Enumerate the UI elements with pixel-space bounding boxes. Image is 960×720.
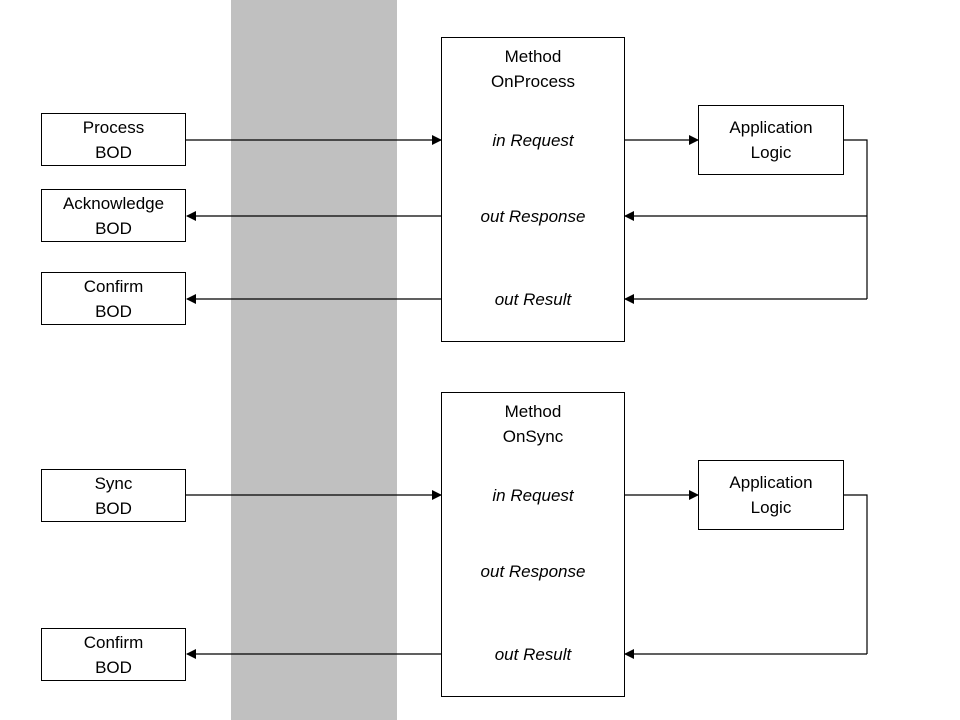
method-onprocess-title: Method OnProcess — [442, 44, 624, 94]
app-logic-process-line2: Logic — [750, 143, 792, 162]
confirm-sync-bod-line2: BOD — [95, 657, 132, 677]
process-bod-line2: BOD — [95, 142, 132, 162]
method-onprocess-title-line2: OnProcess — [490, 72, 576, 91]
onsync-out-response: out Response — [480, 562, 586, 581]
application-logic-sync-box: Application Logic — [698, 460, 844, 530]
method-onprocess-box: Method OnProcess in Request out Response… — [441, 37, 625, 342]
onprocess-out-response: out Response — [480, 207, 586, 226]
sync-bod-line1: Sync — [94, 473, 133, 493]
return-line-sync — [843, 494, 868, 654]
app-logic-sync-line1: Application — [729, 473, 813, 492]
confirm-sync-bod-line1: Confirm — [83, 632, 144, 652]
process-bod-box: Process BOD — [41, 113, 186, 166]
acknowledge-bod-box: Acknowledge BOD — [41, 189, 186, 242]
application-logic-process-box: Application Logic — [698, 105, 844, 175]
method-onsync-title-line2: OnSync — [502, 427, 564, 446]
onsync-in-request: in Request — [492, 486, 574, 505]
return-line-process — [843, 139, 868, 299]
sync-bod-box: Sync BOD — [41, 469, 186, 522]
method-onsync-title-line1: Method — [504, 402, 562, 421]
confirm-sync-bod-box: Confirm BOD — [41, 628, 186, 681]
onprocess-out-result: out Result — [494, 290, 572, 309]
confirm-bod-line1: Confirm — [83, 276, 144, 296]
method-onprocess-title-line1: Method — [504, 47, 562, 66]
sync-bod-line2: BOD — [95, 498, 132, 518]
app-logic-sync-line2: Logic — [750, 498, 792, 517]
middleware-band — [231, 0, 397, 720]
acknowledge-bod-line2: BOD — [95, 218, 132, 238]
onsync-out-result: out Result — [494, 645, 572, 664]
confirm-bod-line2: BOD — [95, 301, 132, 321]
acknowledge-bod-line1: Acknowledge — [62, 193, 165, 213]
process-bod-line1: Process — [82, 117, 145, 137]
method-onsync-title: Method OnSync — [442, 399, 624, 449]
confirm-bod-box: Confirm BOD — [41, 272, 186, 325]
app-logic-process-line1: Application — [729, 118, 813, 137]
onprocess-in-request: in Request — [492, 131, 574, 150]
method-onsync-box: Method OnSync in Request out Response ou… — [441, 392, 625, 697]
